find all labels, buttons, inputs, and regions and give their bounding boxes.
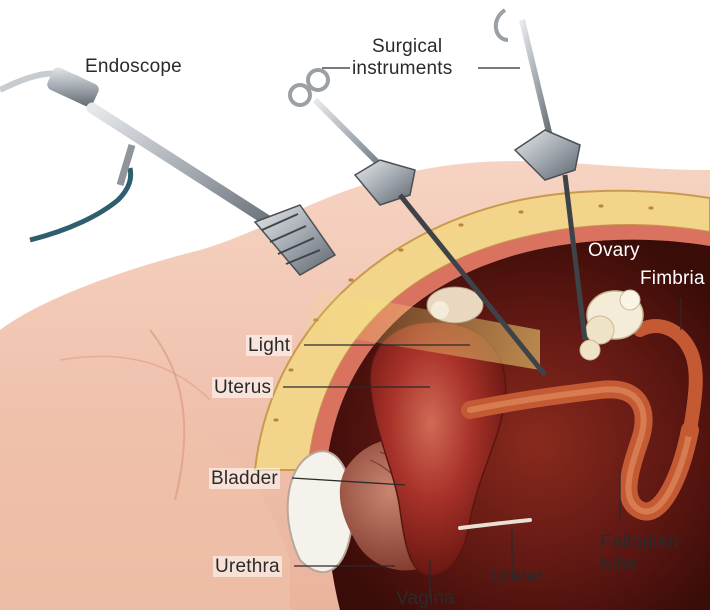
- label-fallopian-tube-line2: tube: [600, 554, 638, 575]
- label-urethra: Urethra: [213, 556, 282, 577]
- label-surgical-instruments-line2: instruments: [352, 58, 452, 79]
- endoscope: [0, 66, 335, 275]
- label-ovary: Ovary: [588, 240, 640, 261]
- left-ovary: [427, 287, 483, 323]
- label-vagina: Vagina: [396, 588, 455, 609]
- label-bladder: Bladder: [209, 468, 280, 489]
- label-endoscope: Endoscope: [85, 56, 182, 77]
- label-fimbria: Fimbria: [640, 268, 705, 289]
- label-surgical-instruments-line1: Surgical: [372, 36, 442, 57]
- label-fallopian-tube-line1: Fallopian: [600, 532, 679, 553]
- label-ureter: Ureter: [490, 566, 544, 587]
- label-uterus: Uterus: [212, 377, 273, 398]
- label-light: Light: [246, 335, 292, 356]
